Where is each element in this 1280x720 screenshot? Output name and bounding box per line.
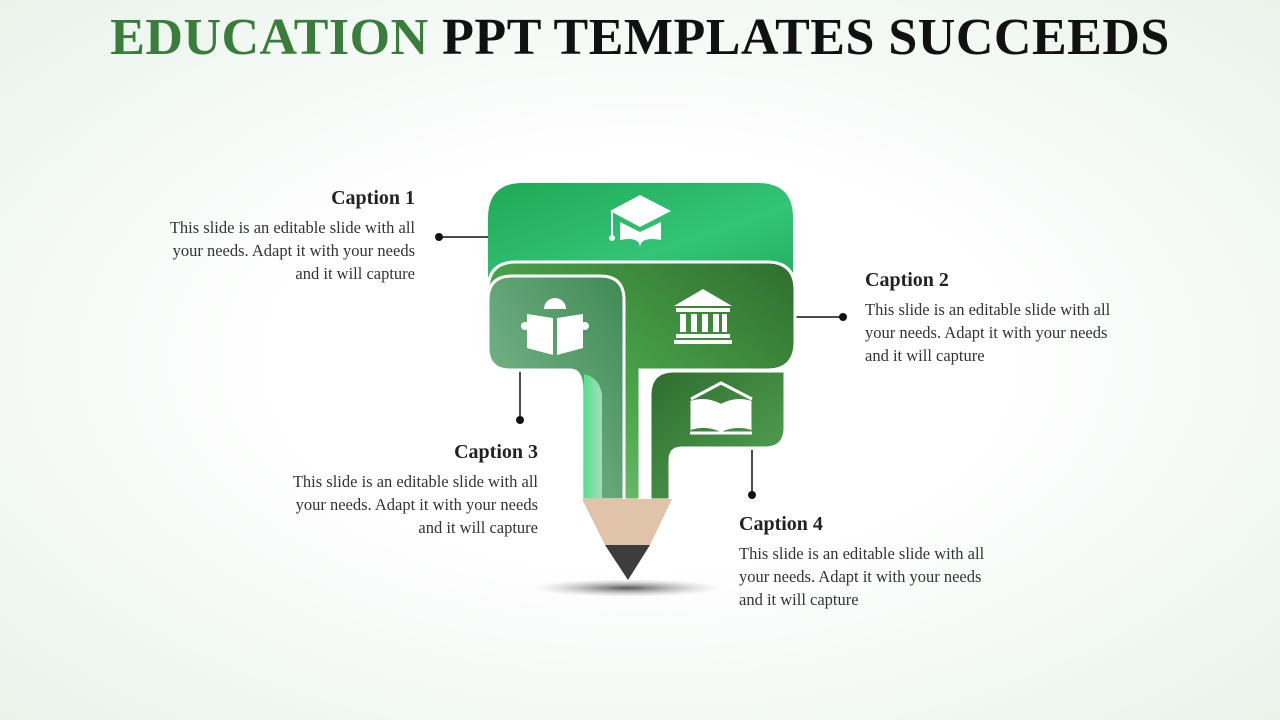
caption-4-line: This slide is an editable slide with all [739,544,985,563]
title-rest: PPT TEMPLATES SUCCEEDS [442,9,1170,66]
caption-1-line: This slide is an editable slide with all [169,218,415,237]
right-segment [648,369,787,502]
title-highlight: EDUCATION [110,9,429,66]
pencil-wood [582,499,672,545]
caption-2: Caption 2 This slide is an editable slid… [865,269,1185,367]
caption-4-heading: Caption 4 [739,513,823,535]
caption-3-line: This slide is an editable slide with all [292,472,538,491]
caption-2-heading: Caption 2 [865,269,949,291]
caption-2-line: This slide is an editable slide with all [865,300,1111,319]
caption-4-line: your needs. Adapt it with your needs [739,567,982,586]
caption-3-heading: Caption 3 [454,441,538,463]
pencil-shadow [532,579,722,597]
graduation-cap-icon [609,195,671,248]
caption-3-line: your needs. Adapt it with your needs [295,495,538,514]
caption-2-line: your needs. Adapt it with your needs [865,323,1108,342]
museum-icon [674,289,732,344]
caption-3-line: and it will capture [418,518,538,537]
connector-1 [435,233,488,241]
page-title: EDUCATION PPT TEMPLATES SUCCEEDS [0,8,1280,67]
caption-4-line: and it will capture [739,590,859,609]
caption-1-heading: Caption 1 [331,187,415,209]
open-book-house-icon [690,381,753,435]
caption-1-line: your needs. Adapt it with your needs [172,241,415,260]
left-stem [584,374,602,498]
caption-1: Caption 1 This slide is an editable slid… [100,187,415,285]
connector-2 [796,313,847,321]
caption-4: Caption 4 This slide is an editable slid… [739,513,1059,611]
caption-3: Caption 3 This slide is an editable slid… [219,441,538,539]
pencil-lead [605,545,650,580]
connector-3 [516,372,524,424]
connector-4 [748,450,756,499]
caption-2-line: and it will capture [865,346,985,365]
caption-1-line: and it will capture [295,264,415,283]
reading-person-icon [521,298,589,355]
